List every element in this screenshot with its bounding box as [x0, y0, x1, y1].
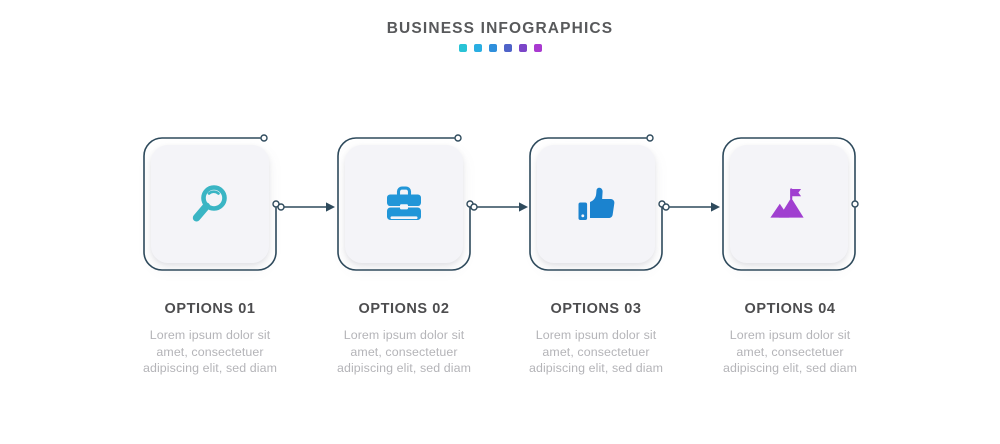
- step-card-3[interactable]: [528, 134, 666, 272]
- step-description-1: Lorem ipsum dolor sit amet, consectetuer…: [104, 327, 316, 377]
- node-top-2: [454, 134, 462, 142]
- dot-row: [0, 44, 1000, 52]
- desc-line: Lorem ipsum dolor sit: [343, 328, 465, 342]
- step-text-3: OPTIONS 03 Lorem ipsum dolor sit amet, c…: [490, 300, 702, 377]
- card-outline-3: [529, 134, 666, 271]
- step-title-1: OPTIONS 01: [164, 301, 256, 317]
- card-wrapper-3: [528, 134, 666, 272]
- decorative-dot-5: [518, 44, 527, 52]
- desc-line: amet, consectetuer: [542, 344, 650, 359]
- desc-line: Lorem ipsum dolor sit: [729, 328, 851, 342]
- decorative-dot-2: [473, 44, 482, 52]
- desc-line: amet, consectetuer: [156, 344, 264, 359]
- desc-line: adipiscing elit, sed diam: [142, 361, 278, 375]
- page-title: BUSINESS INFOGRAPHICS: [386, 20, 614, 37]
- decorative-dot-4: [503, 44, 512, 52]
- arrow-head-1: [326, 202, 335, 212]
- card-wrapper-4: [721, 136, 859, 272]
- card-panel-4: [730, 145, 848, 263]
- step-card-2[interactable]: [336, 134, 474, 272]
- arrow-head-3: [711, 202, 720, 212]
- step-title-2: OPTIONS 02: [358, 301, 450, 317]
- step-text-1: OPTIONS 01 Lorem ipsum dolor sit amet, c…: [104, 300, 316, 377]
- desc-line: adipiscing elit, sed diam: [722, 361, 858, 375]
- desc-line: Lorem ipsum dolor sit: [535, 328, 657, 342]
- arrow-head-2: [519, 202, 528, 212]
- step-description-3: Lorem ipsum dolor sit amet, consectetuer…: [490, 327, 702, 377]
- step-title-3: OPTIONS 03: [550, 301, 642, 317]
- desc-line: adipiscing elit, sed diam: [528, 361, 664, 375]
- card-panel-3: [537, 145, 655, 263]
- desc-line: amet, consectetuer: [736, 344, 844, 359]
- connector-start-node-2: [470, 203, 478, 211]
- connector-start-node-1: [277, 203, 285, 211]
- step-card-4[interactable]: [721, 136, 859, 272]
- card-wrapper-2: [336, 134, 474, 272]
- connector-2-to-3: [470, 196, 532, 218]
- thumbs-up-icon: [570, 178, 622, 230]
- header: BUSINESS INFOGRAPHICS: [0, 20, 1000, 52]
- mountain-flag-icon: [763, 178, 815, 230]
- node-top-1: [260, 134, 268, 142]
- connector-start-node-3: [662, 203, 670, 211]
- magnifier-icon: [184, 178, 236, 230]
- desc-line: amet, consectetuer: [350, 344, 458, 359]
- step-title-4: OPTIONS 04: [744, 301, 836, 317]
- briefcase-icon: [378, 178, 430, 230]
- card-wrapper-1: [142, 134, 280, 272]
- step-card-1[interactable]: [142, 134, 280, 272]
- card-panel-2: [345, 145, 463, 263]
- connector-1-to-2: [277, 196, 339, 218]
- card-outline-4: [722, 137, 859, 271]
- decorative-dot-1: [458, 44, 467, 52]
- decorative-dot-3: [488, 44, 497, 52]
- card-panel-1: [151, 145, 269, 263]
- step-text-2: OPTIONS 02 Lorem ipsum dolor sit amet, c…: [298, 300, 510, 377]
- desc-line: Lorem ipsum dolor sit: [149, 328, 271, 342]
- step-description-2: Lorem ipsum dolor sit amet, consectetuer…: [298, 327, 510, 377]
- desc-line: adipiscing elit, sed diam: [336, 361, 472, 375]
- step-description-4: Lorem ipsum dolor sit amet, consectetuer…: [684, 327, 896, 377]
- node-right-4: [851, 200, 859, 208]
- node-top-3: [646, 134, 654, 142]
- decorative-dot-6: [533, 44, 542, 52]
- step-text-4: OPTIONS 04 Lorem ipsum dolor sit amet, c…: [684, 300, 896, 377]
- connector-3-to-4: [662, 196, 724, 218]
